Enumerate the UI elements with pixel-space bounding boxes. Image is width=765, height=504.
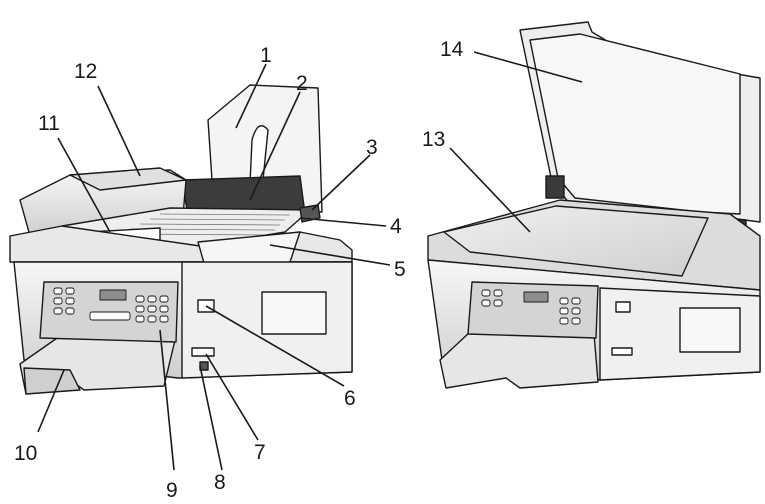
callout-7: 7 [254, 441, 266, 464]
left-printer-illustration [9, 84, 353, 395]
callout-8: 8 [214, 471, 226, 494]
leader-1 [235, 63, 267, 129]
callout-9: 9 [166, 479, 178, 502]
leader-5 [269, 244, 391, 266]
leader-2 [249, 91, 301, 201]
leader-7 [205, 353, 259, 441]
leader-11 [57, 137, 111, 233]
side-panel-window [261, 291, 327, 335]
right-printer-illustration [427, 21, 761, 389]
leader-4 [299, 217, 387, 227]
control-panel-buttons [53, 287, 169, 323]
callout-11: 11 [38, 112, 60, 135]
pictbridge-port-right [615, 301, 631, 313]
callout-13: 13 [422, 128, 445, 151]
paper-exit-tray-extension [23, 367, 81, 395]
callout-12: 12 [74, 60, 97, 83]
leader-6 [205, 305, 345, 387]
callout-4: 4 [390, 215, 402, 238]
callout-labels: 1 2 3 4 5 6 7 8 9 10 11 12 13 14 [14, 38, 464, 502]
lid-hinge-left [545, 175, 565, 199]
leader-13 [449, 147, 531, 233]
callout-3: 3 [366, 136, 378, 159]
leader-3 [311, 154, 371, 211]
control-panel-buttons-right [481, 289, 581, 325]
leader-lines [37, 51, 583, 471]
leader-14 [473, 51, 583, 83]
callout-6: 6 [344, 387, 356, 410]
memory-card-slot [191, 347, 215, 357]
callout-14: 14 [440, 38, 464, 61]
scanner-glass [443, 205, 709, 277]
memory-card-slot-right [611, 347, 633, 356]
adf-top [69, 167, 187, 191]
paper-exit-tray-right [439, 331, 599, 389]
callout-5: 5 [394, 258, 406, 281]
callout-1: 1 [260, 44, 272, 67]
callout-2: 2 [296, 72, 308, 95]
leader-9 [159, 329, 175, 471]
leader-12 [97, 85, 141, 177]
side-panel-window-right [679, 307, 741, 353]
leader-10 [37, 369, 65, 433]
callout-10: 10 [14, 442, 37, 465]
leader-8 [199, 365, 223, 471]
